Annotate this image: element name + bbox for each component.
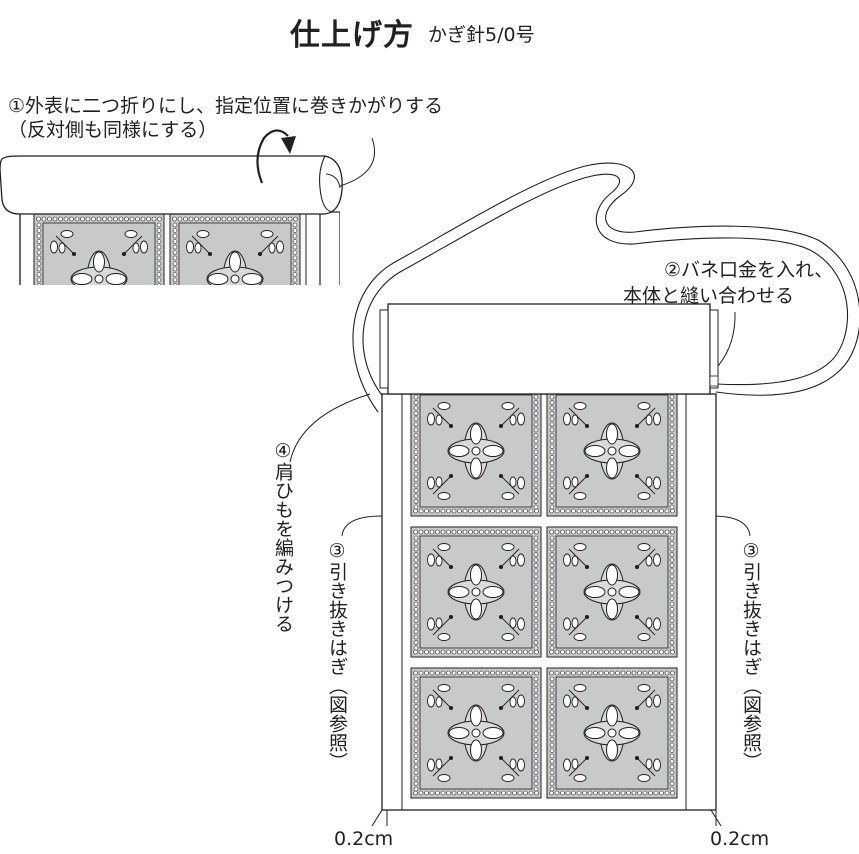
leader-step3-left: [341, 515, 383, 537]
step2-instruction: ②バネ口金を入れ、: [664, 259, 834, 281]
hook-size-label: かぎ針5/0号: [428, 24, 535, 46]
bag-body: [371, 303, 722, 827]
leader-step2: [717, 311, 736, 367]
step1-instruction: ①外表に二つ折りにし、指定位置に巻きかがりする: [8, 95, 444, 117]
fold-detail: [0, 155, 343, 285]
step2-instruction-cont: 本体と縫い合わせる: [623, 285, 795, 307]
step3-instruction-right: ③引き抜きはぎ（図参照）: [740, 540, 762, 771]
step1-instruction-note: （反対側も同様にする）: [8, 119, 218, 141]
step3-instruction-left: ③引き抜きはぎ（図参照）: [326, 540, 348, 771]
page-title: 仕上げ方: [290, 18, 414, 53]
leader-step1: [339, 137, 376, 187]
measurement-right: 0.2cm: [710, 828, 770, 850]
leader-step3-right: [711, 515, 751, 537]
curved-arrow-icon: [256, 129, 296, 184]
spring-frame: [387, 303, 711, 395]
shoulder-strap: [352, 162, 859, 413]
measurement-left: 0.2cm: [334, 828, 394, 850]
step4-instruction: ④肩ひもを編みつける: [272, 440, 294, 633]
leader-step4: [289, 393, 371, 463]
